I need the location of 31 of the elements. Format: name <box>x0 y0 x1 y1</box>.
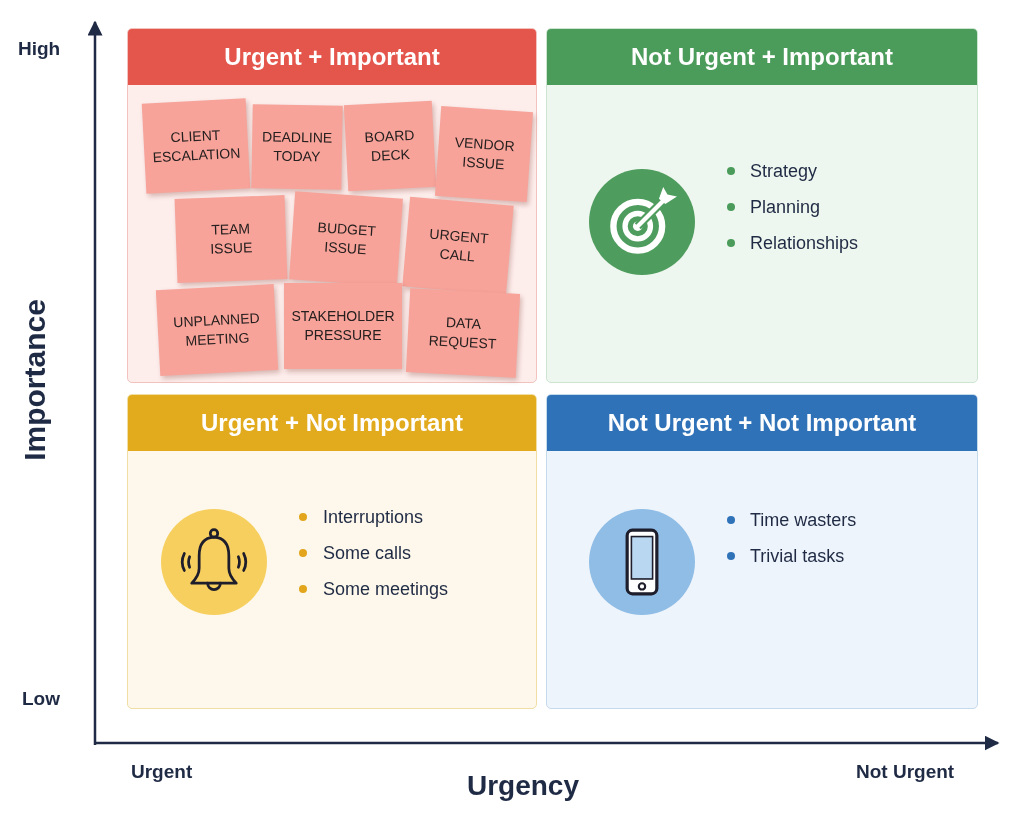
quadrant-panel <box>546 28 978 383</box>
list-item-text: Some calls <box>323 542 412 564</box>
sticky-note: DEADLINE TODAY <box>251 104 343 190</box>
sticky-note: URGENT CALL <box>402 196 514 296</box>
quadrant-header: Urgent + Not Important <box>128 395 536 451</box>
list-item-text: Strategy <box>750 160 818 182</box>
quadrant-header: Not Urgent + Not Important <box>547 395 977 451</box>
sticky-note: CLIENT ESCALATION <box>141 98 251 194</box>
sticky-note: VENDOR ISSUE <box>434 105 534 203</box>
list-item-text: Relationships <box>750 232 859 254</box>
axis-title: Urgency <box>467 770 579 803</box>
list-item-text: Interruptions <box>323 506 424 528</box>
quadrant-panel <box>546 394 978 709</box>
sticky-note: UNPLANNED MEETING <box>155 283 279 377</box>
sticky-note: STAKEHOLDER PRESSURE <box>284 283 402 369</box>
axis-label: Not Urgent <box>856 761 955 783</box>
sticky-note: BOARD DECK <box>343 100 437 192</box>
axis-label: Urgent <box>131 761 193 783</box>
list-item-text: Planning <box>750 196 821 218</box>
list-item-text: Time wasters <box>750 509 857 531</box>
list-item-text: Trivial tasks <box>750 545 845 567</box>
quadrant-panel <box>127 28 537 383</box>
axis-label: High <box>18 38 61 60</box>
list-item-text: Some meetings <box>323 578 449 600</box>
quadrant-panel <box>127 394 537 709</box>
quadrant-header: Not Urgent + Important <box>547 29 977 85</box>
sticky-note: DATA REQUEST <box>405 288 521 378</box>
axis-label: Low <box>22 688 60 710</box>
sticky-note: TEAM ISSUE <box>174 195 288 283</box>
axis-title: Importance <box>17 299 52 461</box>
quadrant-header: Urgent + Important <box>128 29 536 85</box>
